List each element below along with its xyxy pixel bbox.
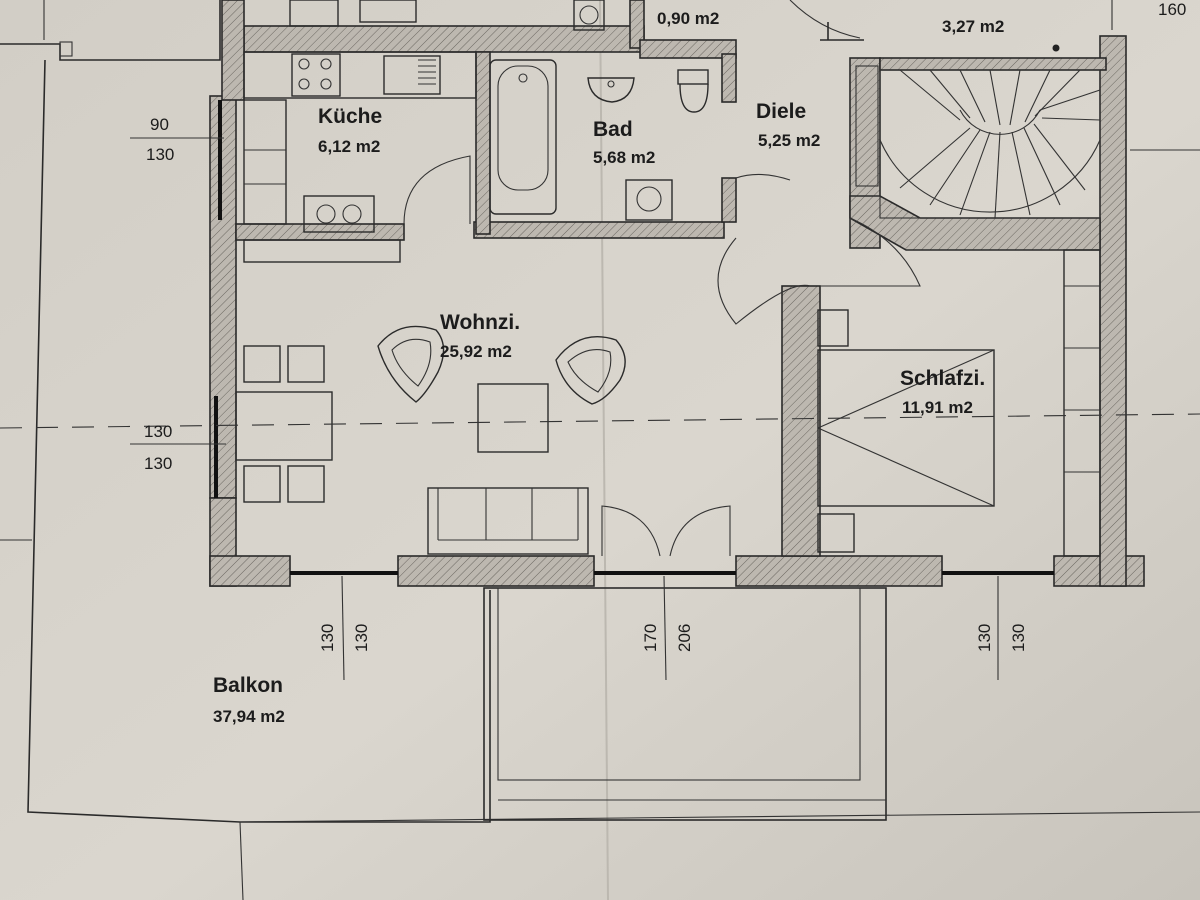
- dimension-living-window-left: 130: [318, 624, 337, 652]
- room-label-diele: Diele: [756, 100, 806, 123]
- dimension-top-right: 160: [1158, 0, 1186, 19]
- dimension-bedroom-window-right: 130: [1009, 624, 1028, 652]
- room-label-bad: Bad: [593, 118, 633, 141]
- room-area-bad: 5,68 m2: [593, 148, 655, 167]
- kitchen-fixtures: [243, 0, 477, 263]
- dimension-bedroom-window-left: 130: [975, 624, 994, 652]
- room-area-schlafzimmer: 11,91 m2: [902, 398, 973, 417]
- dimension-side-window-top: 130: [144, 422, 172, 441]
- dimension-lines: [130, 137, 999, 681]
- dimension-balcony-door-left: 170: [641, 624, 660, 652]
- dimension-kitchen-window-top: 90: [150, 115, 169, 134]
- bath-fixtures: [489, 0, 709, 221]
- building-outline: [0, 0, 1200, 541]
- dimension-kitchen-window-bottom: 130: [146, 145, 174, 164]
- room-area-diele: 5,25 m2: [758, 131, 820, 150]
- room-area-abstellraum: 0,90 m2: [657, 9, 719, 28]
- room-label-treppenhaus: TH: [958, 0, 986, 5]
- balcony-area: [27, 59, 1200, 900]
- room-label-balkon: Balkon: [213, 674, 283, 697]
- dimension-balcony-door-right: 206: [675, 624, 694, 652]
- bedroom-furniture: [817, 249, 1101, 557]
- living-furniture: [235, 325, 626, 555]
- room-area-balkon: 37,94 m2: [213, 707, 285, 726]
- section-line: [0, 413, 1200, 429]
- room-area-kueche: 6,12 m2: [318, 137, 380, 156]
- room-area-treppenhaus: 3,27 m2: [942, 17, 1004, 36]
- room-label-wohnzimmer: Wohnzi.: [440, 311, 520, 334]
- room-label-kueche: Küche: [318, 105, 382, 128]
- paper-fold: [599, 0, 609, 900]
- dimension-living-window-right: 130: [352, 624, 371, 652]
- doors: [403, 0, 921, 557]
- staircase: [855, 44, 1101, 219]
- room-label-schlafzimmer: Schlafzi.: [900, 367, 985, 390]
- dimension-side-window-bottom: 130: [144, 454, 172, 473]
- room-area-wohnzimmer: 25,92 m2: [440, 342, 512, 361]
- windows: [214, 100, 1054, 575]
